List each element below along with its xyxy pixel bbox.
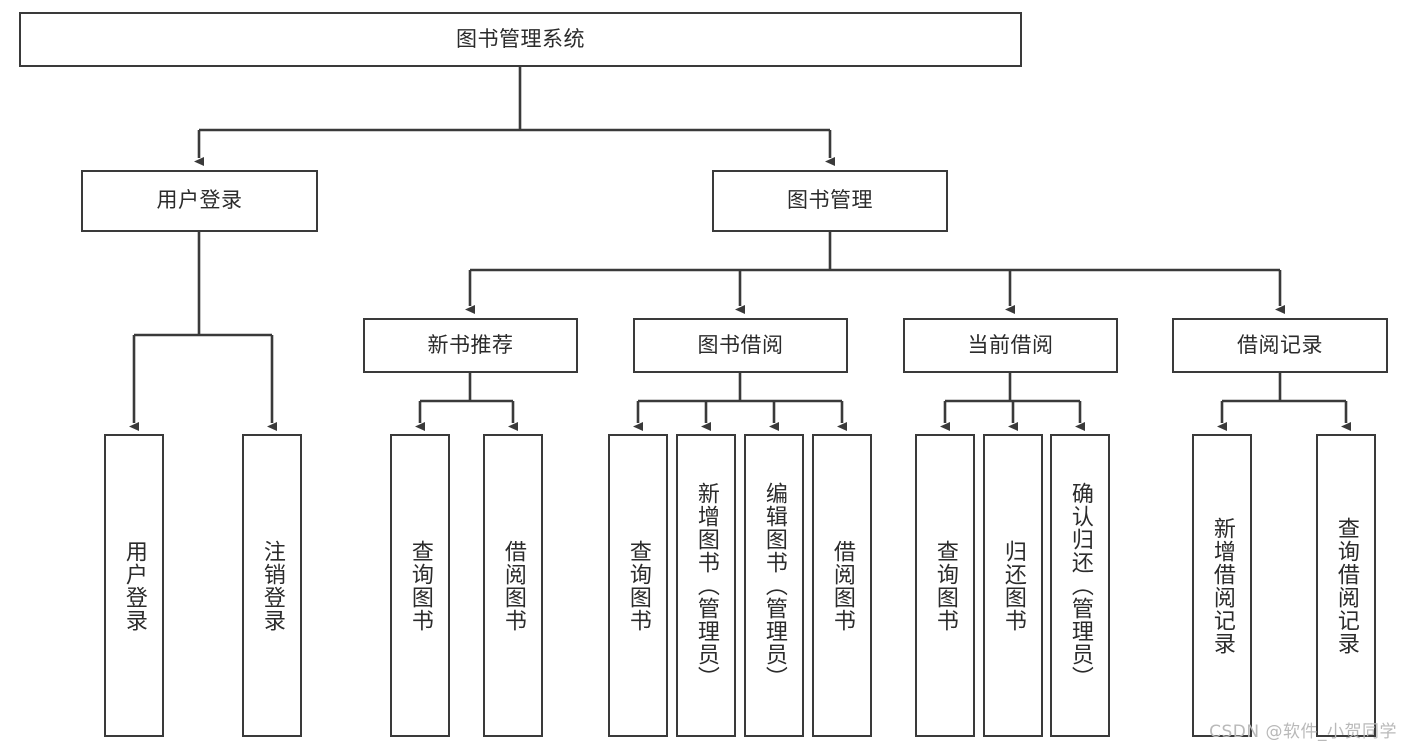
node-user-login[interactable]: 用户登录 xyxy=(81,170,318,232)
leaf-borrow-borrow-book[interactable]: 借阅图书 xyxy=(812,434,872,737)
node-new-book-recommend[interactable]: 新书推荐 xyxy=(363,318,578,373)
leaf-borrow-query-book-label: 查询图书 xyxy=(625,539,651,632)
leaf-record-query-record[interactable]: 查询借阅记录 xyxy=(1316,434,1376,737)
leaf-record-query-record-label: 查询借阅记录 xyxy=(1333,516,1359,655)
leaf-user-login-label: 用户登录 xyxy=(121,539,147,632)
node-book-borrow[interactable]: 图书借阅 xyxy=(633,318,848,373)
node-root-label: 图书管理系统 xyxy=(456,26,585,51)
leaf-borrow-add-book-admin[interactable]: 新增图书（管理员） xyxy=(676,434,736,737)
leaf-user-login[interactable]: 用户登录 xyxy=(104,434,164,737)
leaf-borrow-edit-book-admin[interactable]: 编辑图书（管理员） xyxy=(744,434,804,737)
leaf-record-add-record-label: 新增借阅记录 xyxy=(1209,516,1235,655)
leaf-newbook-query-book[interactable]: 查询图书 xyxy=(390,434,450,737)
leaf-logout[interactable]: 注销登录 xyxy=(242,434,302,737)
leaf-current-query-book-label: 查询图书 xyxy=(932,539,958,632)
node-new-book-recommend-label: 新书推荐 xyxy=(427,332,514,357)
leaf-record-add-record[interactable]: 新增借阅记录 xyxy=(1192,434,1252,737)
node-current-borrow-label: 当前借阅 xyxy=(967,332,1054,357)
leaf-borrow-add-book-admin-label: 新增图书（管理员） xyxy=(693,482,719,689)
leaf-logout-label: 注销登录 xyxy=(259,539,285,632)
leaf-newbook-query-book-label: 查询图书 xyxy=(407,539,433,632)
leaf-current-confirm-return-admin-label: 确认归还（管理员） xyxy=(1067,482,1093,689)
leaf-current-return-book-label: 归还图书 xyxy=(1000,539,1026,632)
node-current-borrow[interactable]: 当前借阅 xyxy=(903,318,1118,373)
watermark: CSDN @软件_小贺同学 xyxy=(1209,722,1397,742)
leaf-newbook-borrow-book[interactable]: 借阅图书 xyxy=(483,434,543,737)
leaf-borrow-query-book[interactable]: 查询图书 xyxy=(608,434,668,737)
node-book-management[interactable]: 图书管理 xyxy=(712,170,948,232)
node-borrow-record-label: 借阅记录 xyxy=(1237,332,1323,357)
node-book-borrow-label: 图书借阅 xyxy=(697,332,784,357)
node-book-management-label: 图书管理 xyxy=(787,188,873,213)
leaf-borrow-edit-book-admin-label: 编辑图书（管理员） xyxy=(761,482,787,689)
leaf-current-return-book[interactable]: 归还图书 xyxy=(983,434,1043,737)
leaf-current-query-book[interactable]: 查询图书 xyxy=(915,434,975,737)
node-user-login-label: 用户登录 xyxy=(156,188,243,213)
node-borrow-record[interactable]: 借阅记录 xyxy=(1172,318,1388,373)
leaf-newbook-borrow-book-label: 借阅图书 xyxy=(500,539,526,632)
leaf-current-confirm-return-admin[interactable]: 确认归还（管理员） xyxy=(1050,434,1110,737)
node-root-system[interactable]: 图书管理系统 xyxy=(19,12,1022,67)
leaf-borrow-borrow-book-label: 借阅图书 xyxy=(829,539,855,632)
